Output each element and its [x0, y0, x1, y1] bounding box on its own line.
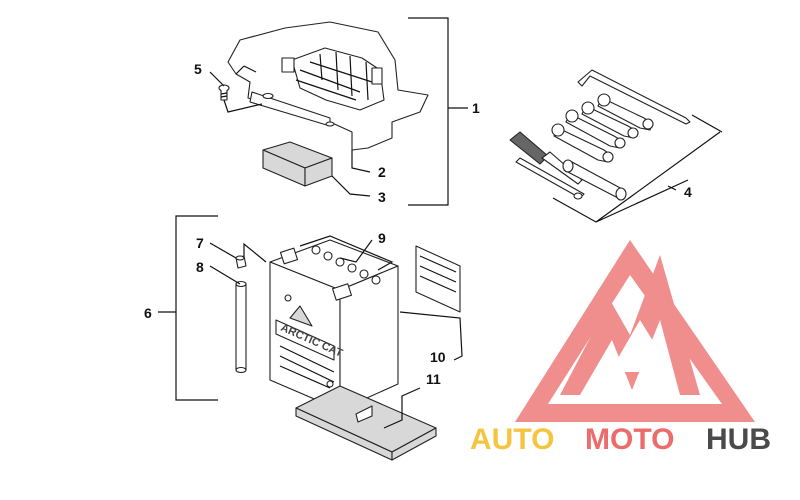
callout-6: 6	[144, 305, 152, 321]
tool-kit	[509, 69, 691, 201]
watermark-wordmark: AUTO MOTO HUB	[470, 423, 771, 456]
logo-m-stroke	[560, 255, 700, 395]
wrench-2	[581, 101, 639, 139]
callout-7: 7	[196, 235, 204, 251]
wrench-1	[597, 93, 654, 131]
tommy-bar	[515, 157, 585, 199]
battery-pad	[295, 385, 437, 461]
screwdriver	[509, 131, 583, 185]
leader-4	[667, 185, 677, 191]
spark-plug-socket	[562, 159, 627, 201]
watermark-logo	[515, 240, 755, 422]
screw-part	[218, 84, 230, 101]
leader-5b	[223, 99, 263, 113]
watermark-moto: MOTO	[585, 423, 674, 456]
logo-inner-mark	[610, 320, 672, 372]
leader-3	[331, 175, 371, 197]
leader-10	[399, 311, 463, 361]
vent-elbow	[235, 255, 247, 269]
bracket-4	[552, 114, 723, 223]
callout-8: 8	[196, 259, 204, 275]
wrench-4	[551, 123, 614, 163]
callout-9: 9	[378, 230, 386, 246]
callout-11: 11	[426, 371, 441, 387]
callout-3: 3	[378, 189, 386, 205]
cell-caps	[311, 245, 381, 285]
callout-2: 2	[378, 164, 386, 180]
foam-pad	[262, 141, 333, 187]
watermark-hub: HUB	[706, 423, 771, 456]
leader-11	[383, 387, 421, 429]
leader-7	[209, 242, 237, 259]
leader-2	[351, 150, 371, 173]
bracket-6	[158, 215, 218, 401]
leader-7b	[243, 242, 267, 263]
leader-8	[209, 265, 241, 285]
tool-tray-cover	[227, 21, 429, 151]
callout-10: 10	[430, 349, 446, 365]
battery: ARCTIC CAT	[269, 235, 399, 411]
wrench-3	[565, 109, 626, 149]
callout-1: 1	[472, 100, 480, 116]
warning-card	[415, 245, 461, 313]
callout-labels: 1 2 3 4 5 6 7 8 9 10 11	[144, 61, 692, 387]
callout-5: 5	[194, 61, 202, 77]
vent-tube	[235, 280, 247, 374]
bracket-1	[408, 17, 468, 206]
callout-4: 4	[684, 184, 692, 200]
leader-9	[339, 239, 373, 263]
watermark-auto: AUTO	[470, 423, 554, 456]
leader-5	[209, 71, 225, 87]
